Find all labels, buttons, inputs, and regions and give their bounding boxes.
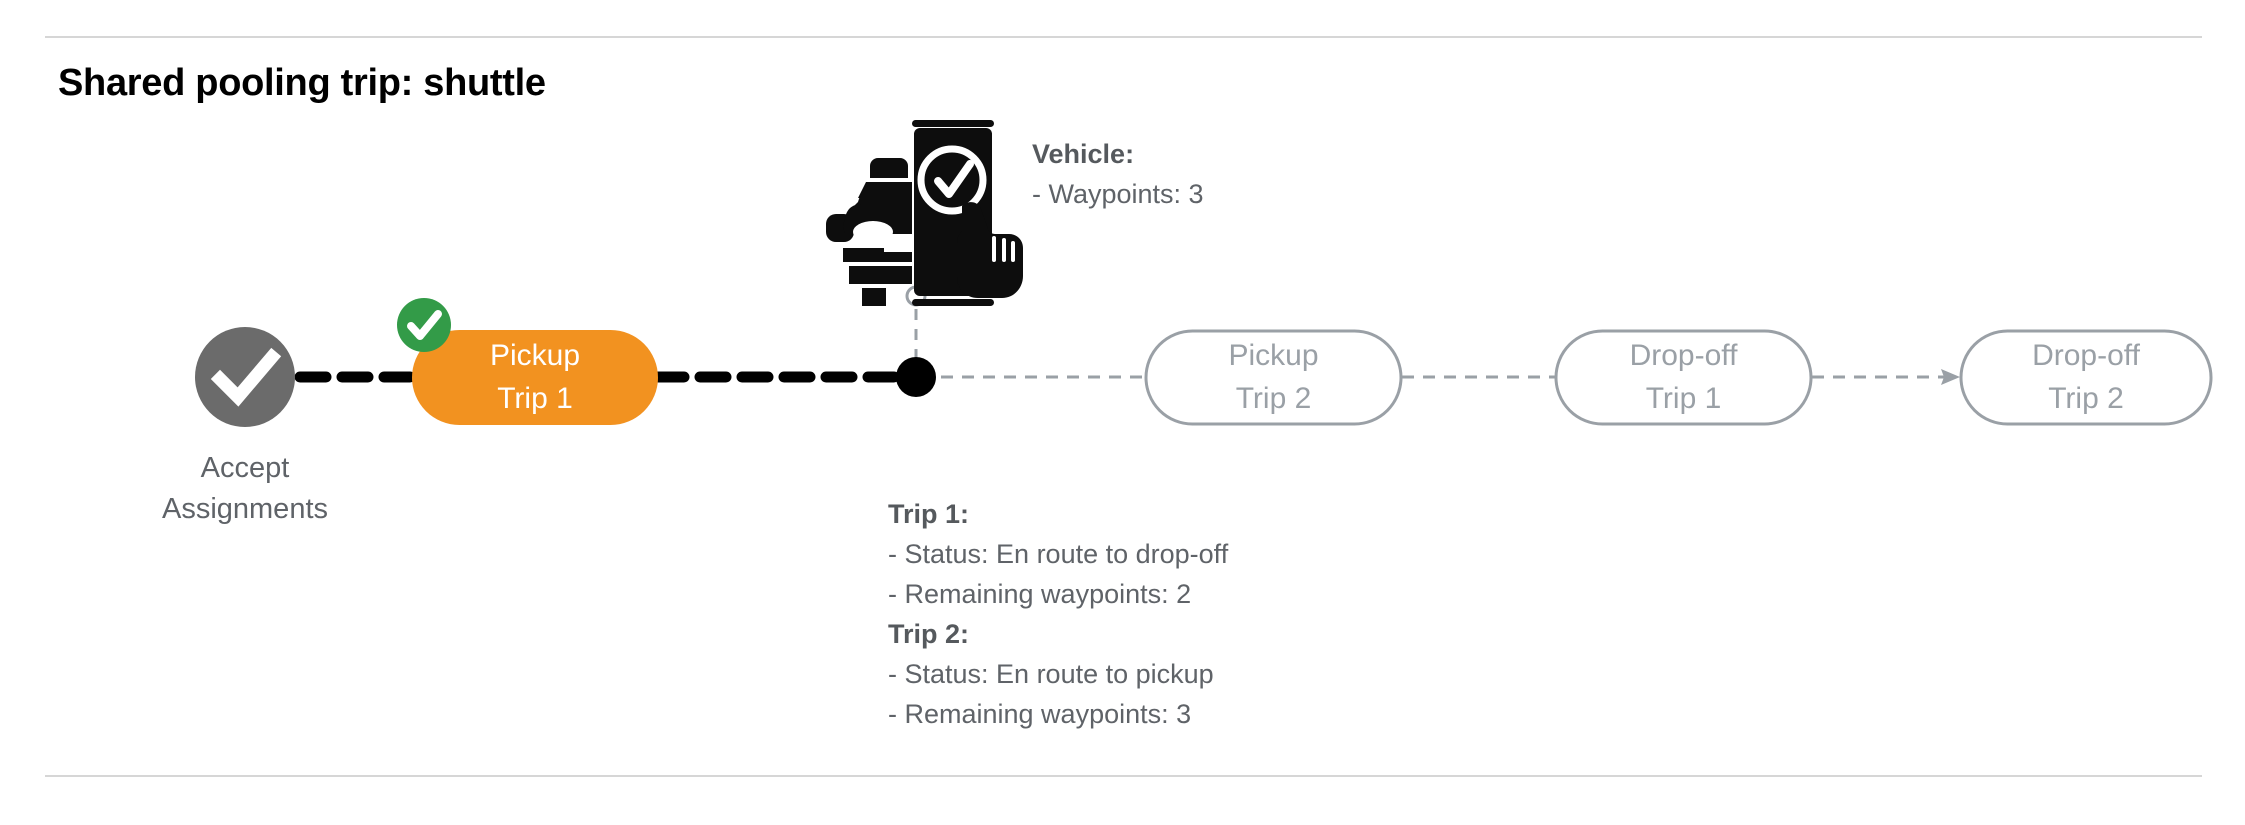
node-pickup-trip-1-label: Pickup Trip 1 <box>412 334 658 420</box>
current-position-dot <box>896 357 936 397</box>
node-accept-assignments-label: Accept Assignments <box>95 448 395 530</box>
check-circle-icon <box>210 347 282 407</box>
connector-pending-3-arrow <box>1812 369 1960 385</box>
check-badge-icon <box>397 298 451 352</box>
trip-1-status: - Status: En route to drop-off <box>888 539 1229 569</box>
accept-label-line2: Assignments <box>161 493 328 525</box>
page-title: Shared pooling trip: shuttle <box>58 62 546 104</box>
vehicle-info-line-0: - Waypoints: 3 <box>1032 179 1204 209</box>
node-dropoff-trip-2-label: Drop-off Trip 2 <box>1961 334 2211 420</box>
trip-1-heading: Trip 1: <box>888 499 970 529</box>
pickup-trip-2-line2: Trip 2 <box>1235 382 1312 415</box>
trip-2-status: - Status: En route to pickup <box>888 659 1214 689</box>
vehicle-info-panel: Vehicle: - Waypoints: 3 <box>1032 134 1204 214</box>
node-dropoff-trip-1[interactable] <box>1554 329 1813 426</box>
dropoff-trip-1-line1: Drop-off <box>1629 339 1738 372</box>
vehicle-leader-line <box>905 285 927 364</box>
pickup-trip-2-line1: Pickup <box>1228 339 1319 372</box>
trip-2-remaining-waypoints: - Remaining waypoints: 3 <box>888 699 1192 729</box>
node-pickup-trip-2[interactable] <box>1144 329 1403 426</box>
trip-info-panel: Trip 1: - Status: En route to drop-off -… <box>888 494 1228 734</box>
accept-label-line1: Accept <box>200 452 290 484</box>
dropoff-trip-2-line1: Drop-off <box>2032 339 2140 372</box>
pickup-trip-1-line1: Pickup <box>489 339 581 372</box>
dropoff-trip-2-line2: Trip 2 <box>2048 382 2124 415</box>
trip-1-remaining-waypoints: - Remaining waypoints: 2 <box>888 579 1192 609</box>
node-accept-assignments[interactable] <box>195 327 295 427</box>
node-dropoff-trip-2[interactable] <box>1959 329 2213 426</box>
dropoff-trip-1-line2: Trip 1 <box>1645 382 1722 415</box>
divider-top <box>45 36 2202 38</box>
vehicle-phone-check-icon <box>826 120 1023 306</box>
vehicle-info-heading: Vehicle: <box>1032 139 1135 169</box>
node-dropoff-trip-1-label: Drop-off Trip 1 <box>1556 334 1811 420</box>
divider-bottom <box>45 775 2202 777</box>
node-pickup-trip-1[interactable] <box>412 330 658 425</box>
pickup-trip-1-line2: Trip 1 <box>497 382 573 415</box>
node-pickup-trip-2-label: Pickup Trip 2 <box>1146 334 1401 420</box>
trip-2-heading: Trip 2: <box>888 619 970 649</box>
